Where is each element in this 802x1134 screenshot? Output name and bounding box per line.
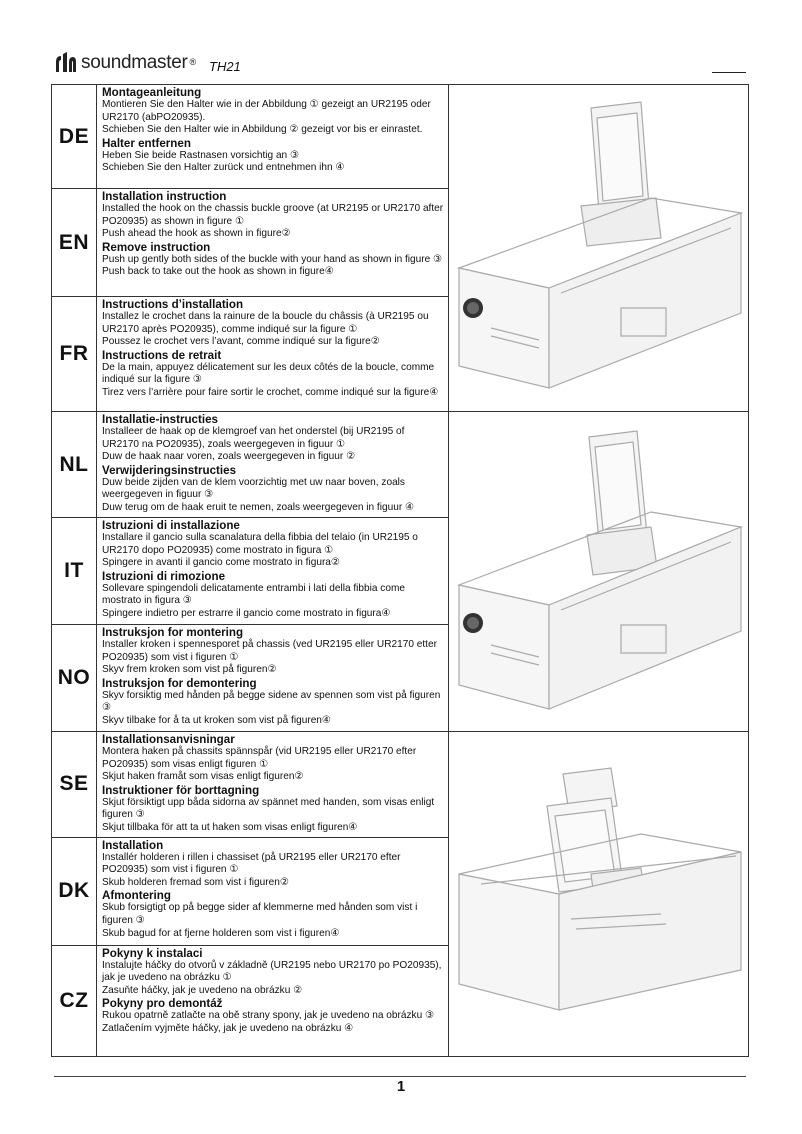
instruction-text: Installation Installér holderen i rillen… <box>96 836 449 946</box>
install-heading: Installation <box>102 838 164 852</box>
install-heading: Istruzioni di installazione <box>102 519 240 532</box>
registered-mark: ® <box>189 57 197 67</box>
remove-step-4: Schieben Sie den Halter zurück und entne… <box>102 162 345 174</box>
install-step-2: Push ahead the hook as shown in figure② <box>102 228 291 240</box>
lang-code: DE <box>51 84 97 189</box>
remove-step-3: Sollevare spingendoli delicatamente entr… <box>102 582 405 607</box>
install-heading: Installatie-instructies <box>102 413 218 426</box>
lang-code: FR <box>51 296 97 412</box>
install-step-1: Installez le crochet dans la rainure de … <box>102 311 429 335</box>
brand-name: soundmaster <box>81 52 188 73</box>
remove-heading: Istruzioni di rimozione <box>102 569 226 583</box>
section-row-nl: NL Installatie-instructies Installeer de… <box>51 411 749 732</box>
install-step-2: Poussez le crochet vers l’avant, comme i… <box>102 336 380 348</box>
install-heading: Instruksjon for montering <box>102 626 244 639</box>
section-row-cz: CZ Pokyny k instalaci Instalujte háčky d… <box>51 944 749 1057</box>
lang-code: EN <box>51 188 97 297</box>
install-step-1: Installer kroken i spennesporet på chass… <box>102 639 437 663</box>
section-row-se: SE Installationsanvisningar Montera hake… <box>51 731 749 1057</box>
install-step-1: Montieren Sie den Halter wie in der Abbi… <box>102 99 431 123</box>
figure-3-cell <box>448 731 749 1057</box>
lang-code: SE <box>51 731 97 838</box>
install-step-2: Skjut haken framåt som visas enligt figu… <box>102 771 304 783</box>
install-step-1: Installeer de haak op de klemgroef van h… <box>102 426 405 450</box>
install-step-1: Installér holderen i rillen i chassiset … <box>102 851 401 876</box>
instruction-table: DE Montageanleitung Montieren Sie den Ha… <box>51 84 749 1057</box>
section-row-dk: DK Installation Installér holderen i ril… <box>51 836 749 946</box>
figure-holder-pushed <box>456 429 743 710</box>
instruction-text: Montageanleitung Montieren Sie den Halte… <box>96 84 449 189</box>
install-step-1: Montera haken på chassits spännspår (vid… <box>102 746 417 770</box>
lang-code: CZ <box>51 944 97 1057</box>
instruction-text: Instruksjon for montering Installer krok… <box>96 624 449 732</box>
install-step-2: Skub holderen fremad som vist i figuren② <box>102 876 289 888</box>
remove-step-3: De la main, appuyez délicatement sur les… <box>102 361 435 386</box>
remove-step-3: Heben Sie beide Rastnasen vorsichtig an … <box>102 149 300 161</box>
install-heading: Montageanleitung <box>102 86 202 99</box>
section-row-fr: FR Instructions d’installation Installez… <box>51 296 749 412</box>
remove-step-4: Tirez vers l’arrière pour faire sortir l… <box>102 386 439 398</box>
remove-step-4: Zatlačením vyjměte háčky, jak je uvedeno… <box>102 1022 354 1034</box>
instruction-text: Installationsanvisningar Montera haken p… <box>96 731 449 838</box>
remove-step-3: Duw beide zijden van de klem voorzichtig… <box>102 476 405 501</box>
lang-code: NO <box>51 624 97 732</box>
lang-code: DK <box>51 836 97 946</box>
remove-step-3: Skyv forsiktig med hånden på begge siden… <box>102 689 441 714</box>
section-row-no: NO Instruksjon for montering Installer k… <box>51 624 749 732</box>
page-number: 1 <box>396 1078 406 1095</box>
install-step-2: Skyv frem kroken som vist på figuren② <box>102 664 277 676</box>
lang-code: NL <box>51 411 97 518</box>
install-heading: Installationsanvisningar <box>102 733 235 746</box>
figure-2-cell <box>448 411 749 732</box>
remove-heading: Halter entfernen <box>102 136 191 150</box>
remove-step-4: Skub bagud for at fjerne holderen som vi… <box>102 927 340 939</box>
install-step-2: Duw de haak naar voren, zoals weergegeve… <box>102 451 356 463</box>
instruction-text: Instructions d’installation Installez le… <box>96 296 449 412</box>
install-step-2: Spingere in avanti il gancio come mostra… <box>102 557 340 569</box>
remove-heading: Instructions de retrait <box>102 348 222 362</box>
figure-holder-mounting <box>456 101 743 389</box>
section-row-de: DE Montageanleitung Montieren Sie den Ha… <box>51 84 749 412</box>
soundmaster-logo-icon <box>56 52 76 72</box>
install-step-1: Installed the hook on the chassis buckle… <box>102 203 444 227</box>
page-header: soundmaster ® TH21 <box>54 48 748 78</box>
remove-heading: Instruktioner för borttagning <box>102 783 260 797</box>
remove-step-4: Push back to take out the hook as shown … <box>102 266 334 278</box>
instruction-text: Installation instruction Installed the h… <box>96 188 449 297</box>
model-number: TH21 <box>209 59 241 74</box>
brand-logo: soundmaster ® <box>54 50 196 74</box>
instruction-text: Installatie-instructies Installeer de ha… <box>96 411 449 518</box>
install-step-2: Schieben Sie den Halter wie in Abbildung… <box>102 124 423 136</box>
instruction-text: Istruzioni di installazione Installare i… <box>96 517 449 625</box>
install-heading: Instructions d’installation <box>102 298 244 311</box>
remove-heading: Remove instruction <box>102 240 211 254</box>
install-step-2: Zasuňte háčky, jak je uvedeno na obrázku… <box>102 984 303 996</box>
figure-1-cell <box>448 84 749 412</box>
remove-heading: Instruksjon for demontering <box>102 676 257 690</box>
remove-heading: Verwijderingsinstructies <box>102 463 237 477</box>
footer-rule <box>54 1076 746 1077</box>
remove-heading: Afmontering <box>102 889 171 903</box>
section-row-it: IT Istruzioni di installazione Installar… <box>51 517 749 625</box>
remove-step-4: Spingere indietro per estrarre il gancio… <box>102 607 391 619</box>
remove-step-3: Push up gently both sides of the buckle … <box>102 253 443 265</box>
section-row-en: EN Installation instruction Installed th… <box>51 188 749 297</box>
remove-step-4: Skyv tilbake for å ta ut kroken som vist… <box>102 714 331 726</box>
lang-code: IT <box>51 517 97 625</box>
remove-step-3: Skjut försiktigt upp båda sidorna av spä… <box>102 796 435 821</box>
install-step-1: Instalujte háčky do otvorů v základně (U… <box>102 959 442 984</box>
remove-heading: Pokyny pro demontáž <box>102 997 223 1011</box>
instruction-text: Pokyny k instalaci Instalujte háčky do o… <box>96 944 449 1057</box>
remove-step-4: Skjut tillbaka för att ta ut haken som v… <box>102 821 358 833</box>
remove-step-4: Duw terug om de haak eruit te nemen, zoa… <box>102 501 415 513</box>
header-rule <box>712 72 746 73</box>
install-step-1: Installare il gancio sulla scanalatura d… <box>102 532 418 556</box>
remove-step-3: Skub forsigtigt op på begge sider af kle… <box>102 902 418 926</box>
install-heading: Pokyny k instalaci <box>102 946 203 960</box>
install-heading: Installation instruction <box>102 190 227 203</box>
figure-holder-removal <box>457 767 742 1011</box>
remove-step-3: Rukou opatrně zatlačte na obě strany spo… <box>102 1010 435 1022</box>
